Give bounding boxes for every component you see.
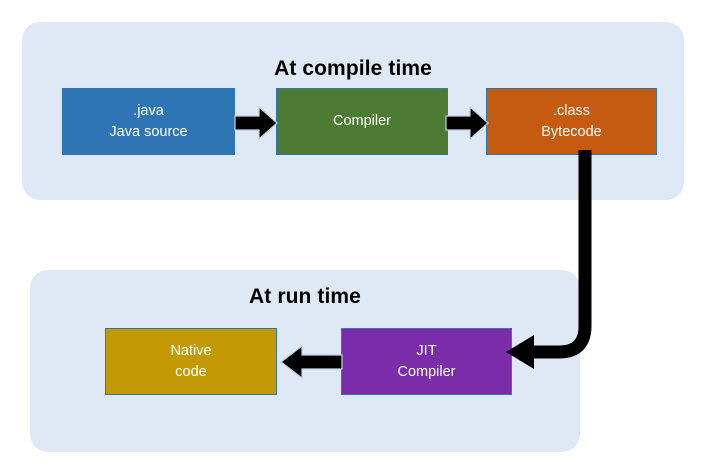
node-java-source-line2: Java source xyxy=(109,123,188,140)
node-compiler[interactable]: Compiler xyxy=(276,88,448,155)
node-jit-compiler-line1: JIT xyxy=(416,342,437,359)
node-jit-compiler[interactable]: JIT Compiler xyxy=(341,328,512,395)
node-class-bytecode-line2: Bytecode xyxy=(541,123,602,140)
node-native-code-line2: code xyxy=(175,363,207,380)
node-native-code[interactable]: Native code xyxy=(105,328,277,395)
node-java-source[interactable]: .java Java source xyxy=(62,88,235,155)
node-native-code-line1: Native xyxy=(170,342,212,359)
panel-compile-time-title: At compile time xyxy=(274,57,432,80)
arrow-right-icon-compiler-to-class xyxy=(445,105,489,141)
arrow-right-icon-java-to-compiler xyxy=(234,105,278,141)
arrow-left-icon-jit-to-native xyxy=(280,344,343,380)
node-jit-compiler-line2: Compiler xyxy=(397,363,456,380)
node-class-bytecode[interactable]: .class Bytecode xyxy=(486,88,657,155)
node-compiler-line1: Compiler xyxy=(332,113,391,130)
panel-run-time-title: At run time xyxy=(249,285,361,308)
node-java-source-line1: .java xyxy=(133,102,164,119)
node-class-bytecode-line1: .class xyxy=(552,102,591,119)
arrow-curved-icon-class-to-jit xyxy=(506,150,592,369)
